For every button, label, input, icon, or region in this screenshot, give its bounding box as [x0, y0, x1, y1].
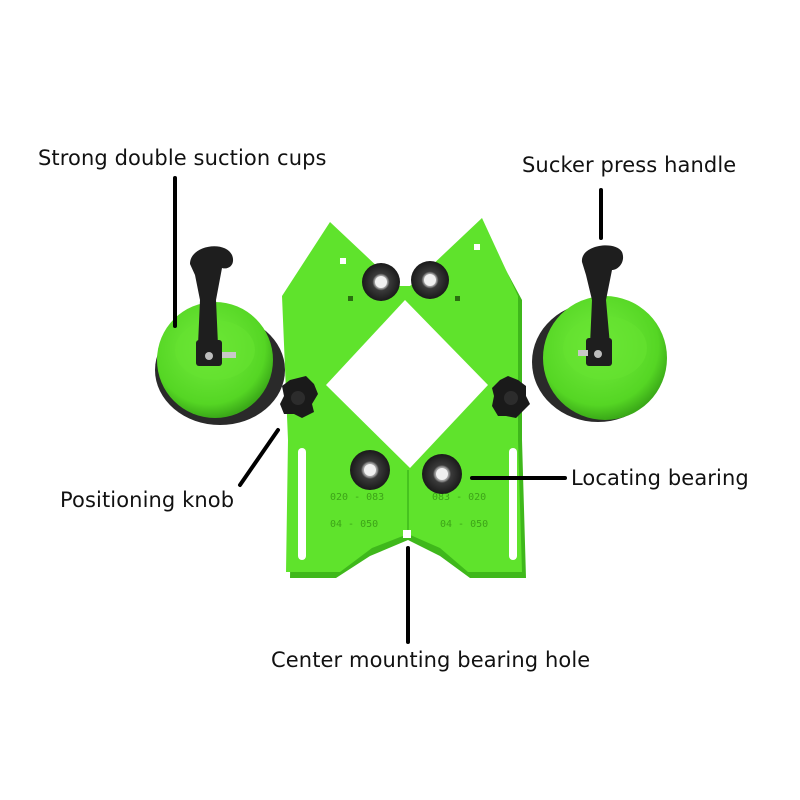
label-center-mounting-bearing-hole: Center mounting bearing hole: [271, 648, 591, 672]
scale-right-upper: 083 - 020: [432, 492, 486, 503]
leader-lines: [173, 176, 603, 644]
left-press-handle: [190, 246, 236, 366]
left-positioning-knob: [280, 376, 318, 418]
label-locating-bearing: Locating bearing: [571, 466, 749, 490]
scale-left-upper: 020 - 083: [330, 492, 384, 503]
lower-left-bearing: [350, 450, 390, 490]
label-positioning-knob: Positioning knob: [60, 488, 235, 512]
right-press-handle: [578, 245, 624, 366]
locating-bearing: [422, 454, 462, 494]
label-strong-double-suction-cups: Strong double suction cups: [38, 146, 327, 170]
scale-markings: 020 - 083 083 - 020 04 - 050 04 - 050: [330, 492, 488, 530]
leader-knob: [238, 428, 280, 487]
jig-body: [282, 218, 526, 578]
upper-left-bearing: [362, 263, 400, 301]
upper-right-bearing: [411, 261, 449, 299]
scale-right-lower: 04 - 050: [440, 519, 488, 530]
scale-left-lower: 04 - 050: [330, 519, 378, 530]
right-positioning-knob: [492, 376, 530, 418]
center-mounting-hole: [403, 530, 411, 538]
label-sucker-press-handle: Sucker press handle: [522, 153, 737, 177]
